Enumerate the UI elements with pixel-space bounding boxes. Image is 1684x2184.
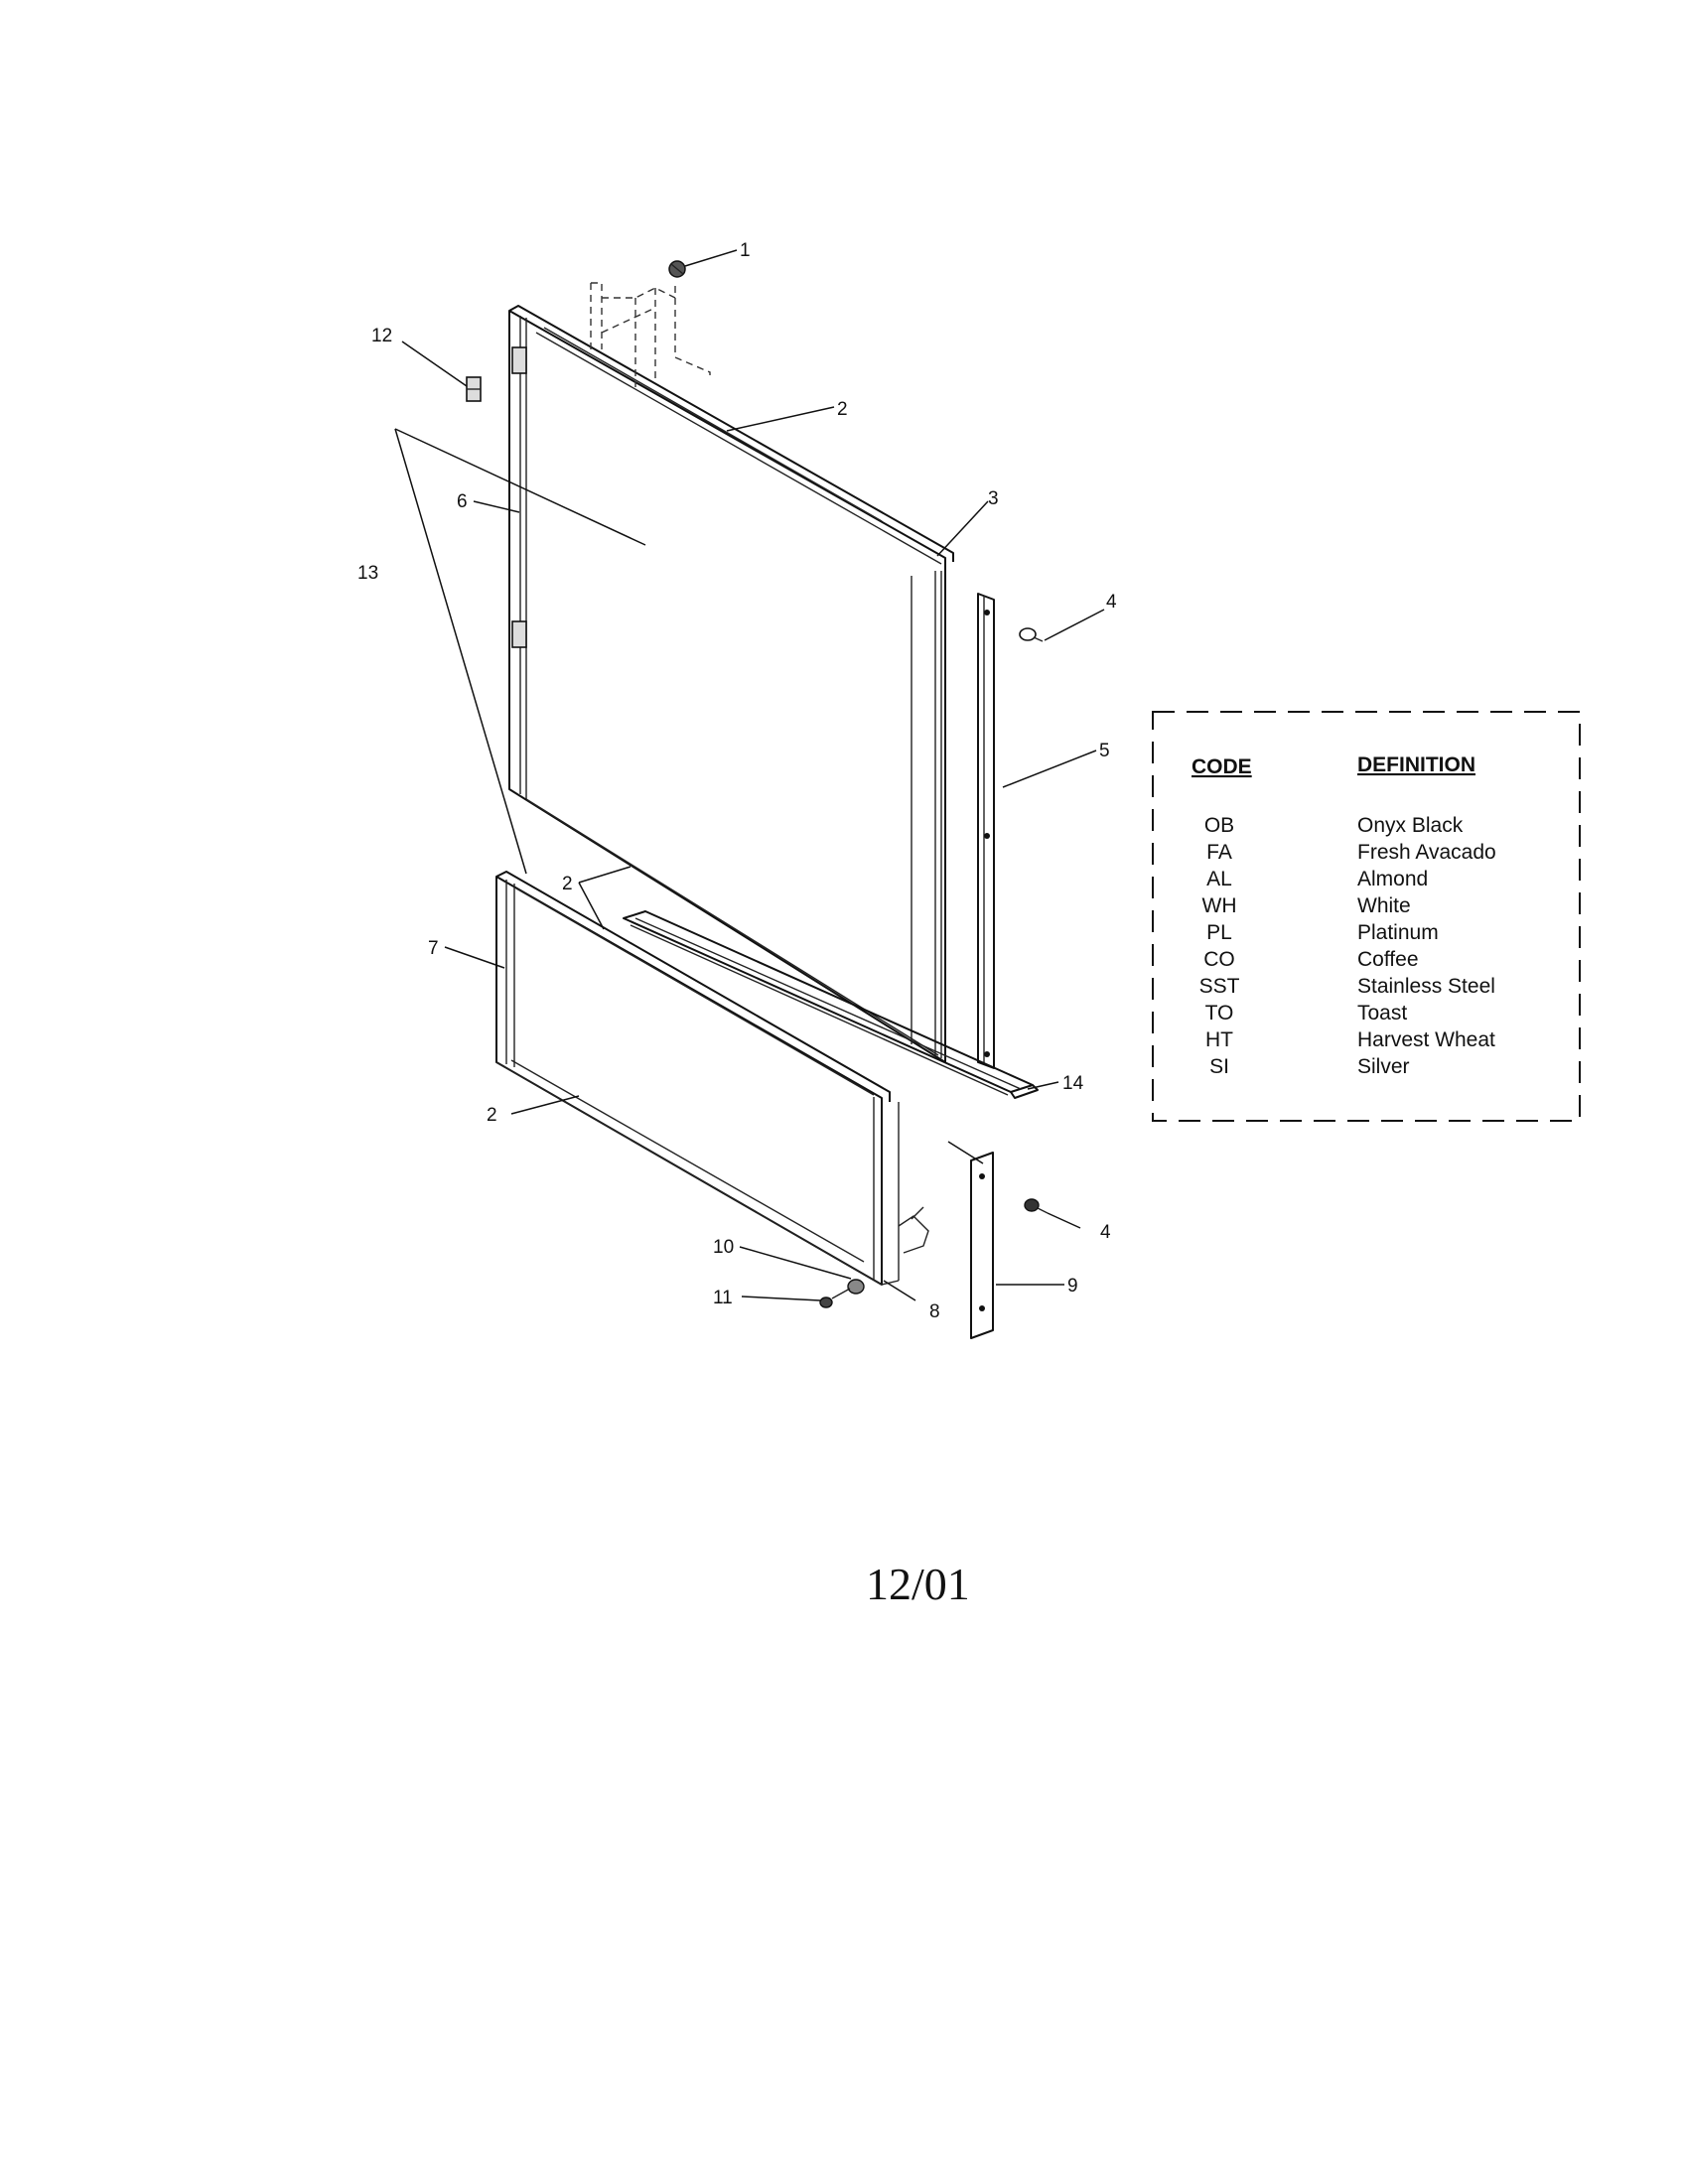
upper-door-panel	[508, 305, 954, 1063]
screw-part-11	[819, 1288, 851, 1308]
legend-code: FA	[1206, 841, 1232, 864]
callout-5: 5	[1099, 741, 1110, 761]
legend-code: SI	[1209, 1055, 1229, 1078]
callout-3: 3	[988, 488, 999, 509]
legend-code: WH	[1202, 894, 1237, 917]
page-date: 12/01	[866, 1559, 970, 1609]
callout-1: 1	[740, 240, 751, 261]
callout-14: 14	[1062, 1073, 1084, 1094]
legend-definition: Toast	[1357, 1002, 1407, 1024]
callout-11: 11	[713, 1288, 733, 1308]
legend-code: AL	[1206, 868, 1232, 890]
bottom-trim-channel-part-14	[623, 910, 1039, 1099]
mounting-bracket-dashed	[590, 282, 711, 387]
legend-definition: Stainless Steel	[1357, 975, 1495, 998]
hinge-clip-upper	[511, 346, 527, 374]
latch-bracket-part-8	[898, 1215, 929, 1254]
legend-definition: Fresh Avacado	[1357, 841, 1496, 864]
callout-2-bottom: 2	[487, 1105, 497, 1126]
callout-7: 7	[428, 938, 439, 959]
legend-code: CO	[1203, 948, 1235, 971]
callout-9: 9	[1067, 1276, 1078, 1297]
legend-definition-header: DEFINITION	[1357, 753, 1475, 776]
callout-10: 10	[713, 1237, 734, 1258]
callout-2-middle: 2	[562, 874, 573, 894]
callout-8: 8	[929, 1301, 940, 1322]
side-trim-part-5	[977, 593, 995, 1069]
hinge-clip-part-12	[466, 376, 482, 402]
screw-part-4-lower	[1024, 1198, 1049, 1214]
legend-code: TO	[1205, 1002, 1234, 1024]
callout-12: 12	[371, 326, 392, 346]
screw-part-1	[668, 260, 686, 278]
hinge-clip-lower	[511, 620, 527, 648]
legend-code: HT	[1205, 1028, 1233, 1051]
callout-6: 6	[457, 491, 468, 512]
legend-definition: White	[1357, 894, 1411, 917]
callout-4-upper: 4	[1106, 592, 1117, 613]
legend-code: PL	[1206, 921, 1232, 944]
lower-kick-panel-part-7	[495, 871, 929, 1286]
legend-code: SST	[1199, 975, 1240, 998]
callout-4-lower: 4	[1100, 1222, 1111, 1243]
legend-code-header: CODE	[1192, 755, 1252, 778]
legend-definition: Almond	[1357, 868, 1428, 890]
screw-part-4-upper	[1019, 627, 1044, 642]
legend-definition: Onyx Black	[1357, 814, 1464, 837]
side-trim-part-9	[970, 1152, 994, 1339]
legend-definition: Harvest Wheat	[1357, 1028, 1495, 1051]
legend-definition: Coffee	[1357, 948, 1419, 971]
legend-border	[1152, 711, 1581, 1122]
legend-definition: Silver	[1357, 1055, 1410, 1078]
callout-2-top: 2	[837, 399, 848, 420]
legend-code: OB	[1204, 814, 1234, 837]
washer-part-10	[847, 1279, 865, 1295]
legend-definition: Platinum	[1357, 921, 1439, 944]
callout-13: 13	[357, 563, 378, 584]
leader-lines	[394, 249, 1105, 1301]
